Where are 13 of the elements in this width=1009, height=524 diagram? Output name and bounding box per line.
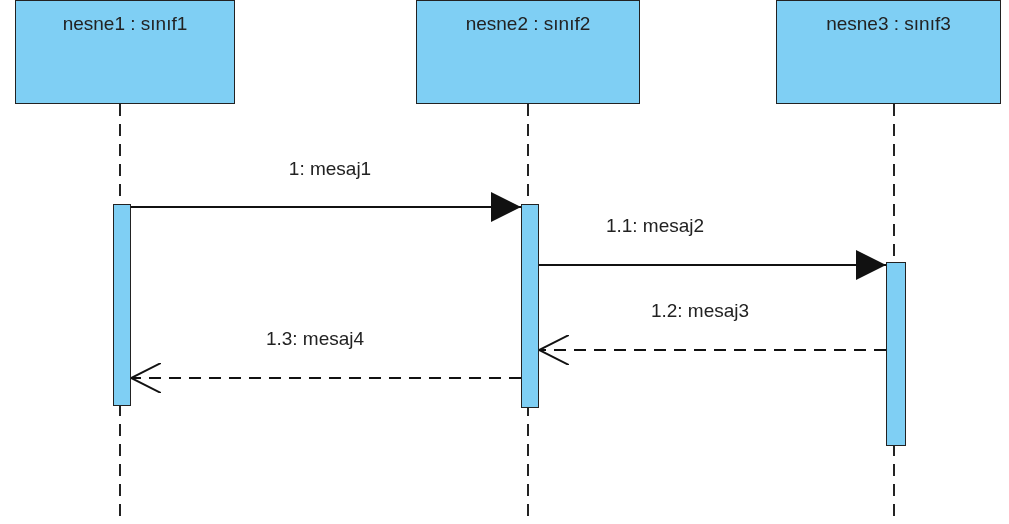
object-box xyxy=(776,0,1001,104)
object-box xyxy=(416,0,640,104)
object-name: nesne3 : sınıf3 xyxy=(826,13,951,35)
message-arrow xyxy=(130,192,522,222)
activation-bar xyxy=(521,204,539,408)
object-name: nesne1 : sınıf1 xyxy=(62,13,188,35)
object-box xyxy=(15,0,235,104)
activation-bar xyxy=(113,204,131,406)
object-name: nesne2 : sınıf2 xyxy=(465,13,591,35)
message-arrow xyxy=(130,362,522,394)
activation-bar xyxy=(886,262,906,446)
message-arrow xyxy=(538,334,887,366)
message-arrow xyxy=(538,250,887,280)
